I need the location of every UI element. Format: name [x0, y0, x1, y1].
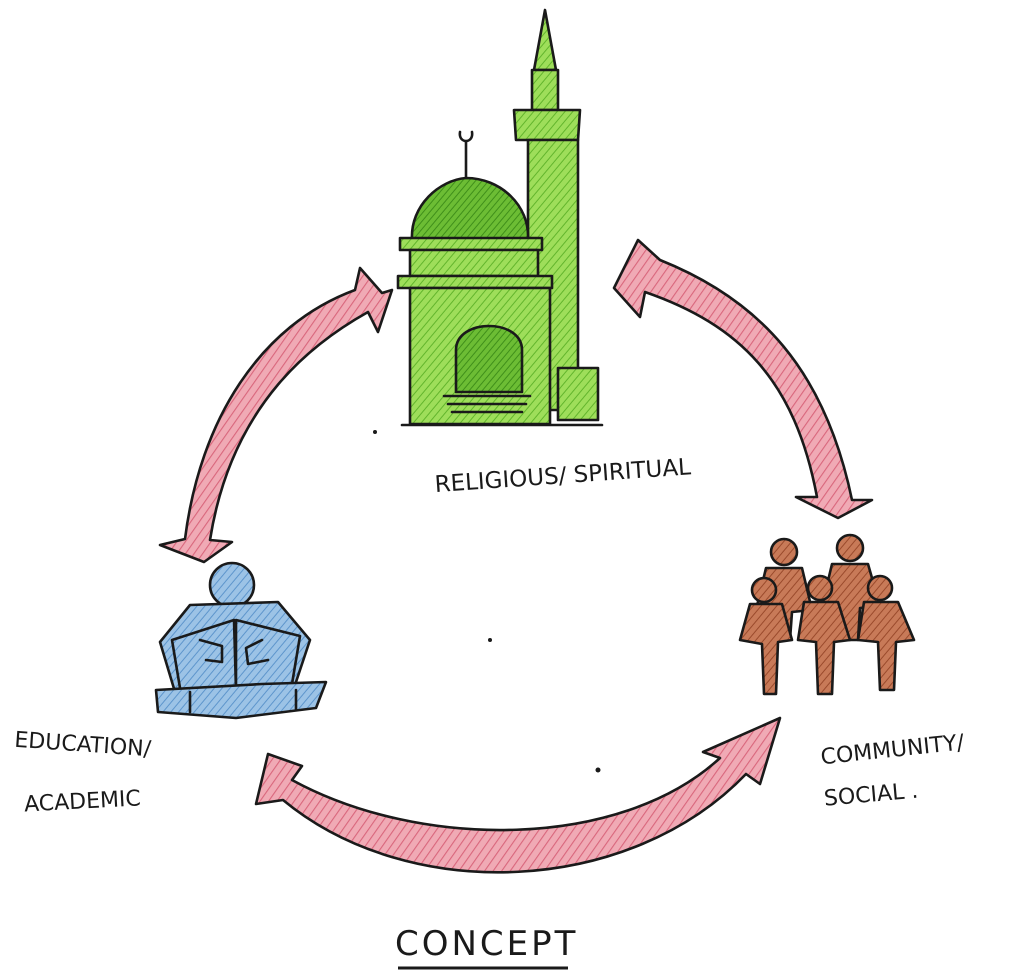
arrow-religious-education — [158, 266, 394, 564]
stray-dot — [488, 638, 492, 642]
religious-label: RELIGIOUS/ SPIRITUAL — [434, 454, 692, 498]
arrow-education-community — [254, 716, 782, 874]
mosque-icon — [396, 8, 604, 427]
stray-dot — [373, 430, 377, 434]
community-label-line2: SOCIAL . — [823, 779, 919, 812]
education-label-line2: ACADEMIC — [24, 786, 142, 817]
reading-person-icon — [154, 561, 328, 720]
community-label-line1: COMMUNITY/ — [820, 730, 966, 770]
stray-dot — [595, 767, 601, 773]
education-label-line1: EDUCATION/ — [14, 728, 153, 763]
people-group-icon — [738, 533, 916, 696]
arrow-religious-community — [612, 238, 874, 520]
concept-title: CONCEPT — [395, 924, 578, 964]
